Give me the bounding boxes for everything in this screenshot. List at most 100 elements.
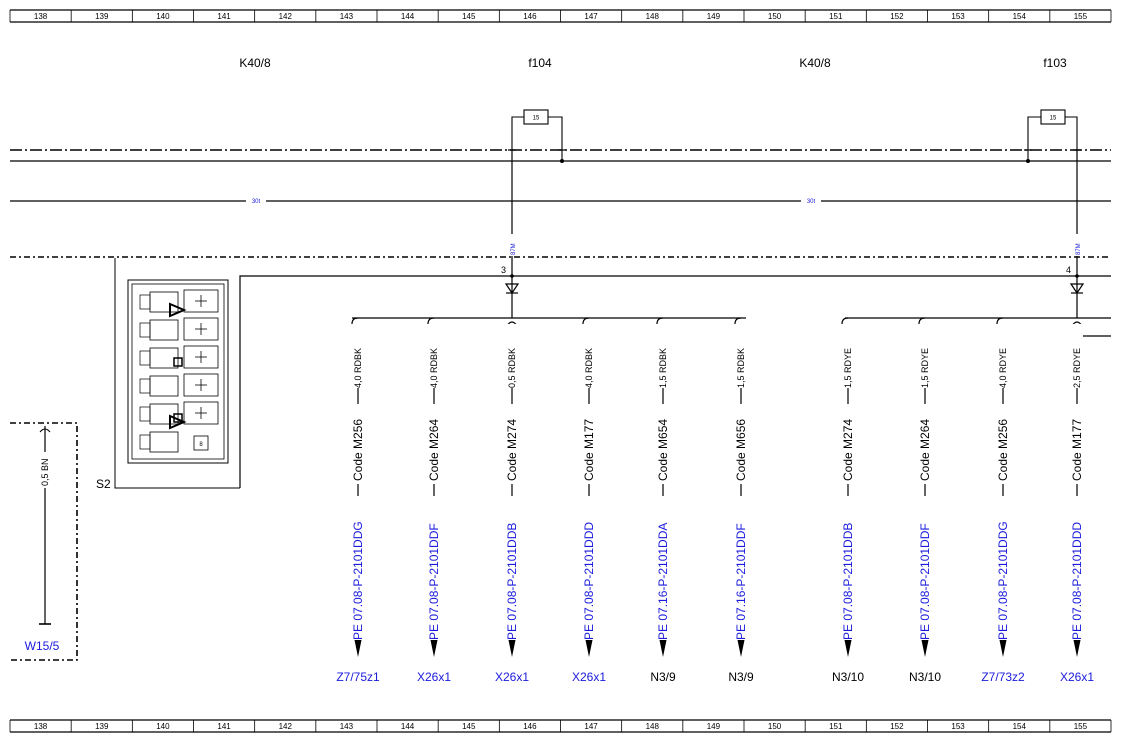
wire-label-bg [842, 324, 854, 388]
splice-node-right [1069, 274, 1085, 295]
document-reference-link[interactable]: PE 07.08-P-2101DDB [841, 523, 855, 640]
ruler-top-label: 139 [95, 12, 109, 21]
component-label-k40-8-right[interactable]: K40/8 [799, 56, 831, 70]
target-component-label[interactable]: X26x1 [495, 670, 529, 684]
code-label: Code M177 [1070, 419, 1084, 481]
target-component-label: N3/9 [650, 670, 676, 684]
document-reference-link[interactable]: PE 07.08-P-2101DDG [996, 521, 1010, 640]
ruler-bottom-label: 145 [462, 722, 476, 731]
wire-break-icon [996, 317, 1004, 325]
arrow-down-icon [1073, 640, 1081, 657]
arrow-down-icon [737, 640, 745, 657]
wire-break-icon [841, 317, 849, 325]
code-label-bg [841, 404, 855, 484]
document-reference-link[interactable]: PE 07.08-P-2101DDD [1070, 522, 1084, 640]
pin-label-left: 3 [501, 265, 506, 275]
component-label-f103[interactable]: f103 [1043, 56, 1067, 70]
document-reference-link[interactable]: PE 07.08-P-2101DDF [918, 523, 932, 640]
component-label-k40-8-left[interactable]: K40/8 [239, 56, 271, 70]
bus-label-left[interactable]: 30t [252, 199, 261, 205]
ruler-top-label: 140 [156, 12, 170, 21]
wire-label-bg [352, 324, 364, 388]
wire-break-icon [39, 428, 51, 433]
arrow-down-icon [999, 640, 1007, 657]
target-component-label[interactable]: X26x1 [1060, 670, 1094, 684]
document-reference-link[interactable]: PE 07.08-P-2101DDD [582, 522, 596, 640]
s2-component[interactable] [114, 258, 240, 489]
target-component-label: N3/10 [832, 670, 864, 684]
wire-label-bg [919, 324, 931, 388]
ruler-top-label: 146 [523, 12, 537, 21]
wire-label-bg [657, 324, 669, 388]
ruler-bottom-label: 152 [890, 722, 904, 731]
ruler-top-label: 150 [768, 12, 782, 21]
code-label: Code M256 [351, 419, 365, 481]
document-reference-link[interactable]: PE 07.16-P-2101DDF [734, 523, 748, 640]
target-component-label[interactable]: X26x1 [417, 670, 451, 684]
ref-link-bg [996, 496, 1010, 640]
ruler-bottom-label: 155 [1074, 722, 1088, 731]
component-label-f104[interactable]: f104 [528, 56, 552, 70]
wire-label-bg [1071, 324, 1083, 388]
w15-5-boundary [10, 422, 78, 661]
tap-label-right[interactable]: 87M [1076, 243, 1082, 255]
ref-link-bg [351, 496, 365, 640]
document-reference-link[interactable]: PE 07.08-P-2101DDG [351, 521, 365, 640]
code-label: Code M274 [841, 419, 855, 481]
ruler-top-label: 151 [829, 12, 843, 21]
target-component-label[interactable]: Z7/73z2 [981, 670, 1025, 684]
code-label-bg [1070, 404, 1084, 484]
code-label-bg [656, 404, 670, 484]
ruler-top-label: 147 [584, 12, 598, 21]
ruler-bottom-label: 142 [279, 722, 293, 731]
target-component-label: N3/10 [909, 670, 941, 684]
s2-connector-pin-label: 8 [199, 442, 203, 448]
ref-link-bg [427, 496, 441, 640]
ruler-top-label: 141 [217, 12, 231, 21]
ruler-top-label: 142 [279, 12, 293, 21]
wire-label-bg [428, 324, 440, 388]
ruler-top-label: 144 [401, 12, 415, 21]
bus-label-bg-right [801, 197, 821, 205]
branch-wire[interactable]: 4,0 RDBK Code M264 PE 07.08-P-2101DDF X26x1 [417, 317, 451, 684]
document-reference-link[interactable]: PE 07.08-P-2101DDB [505, 523, 519, 640]
wire-break-icon [427, 317, 435, 325]
component-label-s2[interactable]: S2 [96, 477, 111, 491]
bus-label-right[interactable]: 30t [807, 199, 816, 205]
ruler-bottom-label: 149 [707, 722, 721, 731]
component-label-w15-5[interactable]: W15/5 [25, 639, 60, 653]
ruler-bottom-label: 141 [217, 722, 231, 731]
fuse-f104[interactable] [508, 109, 566, 163]
wire-spec-label: 4,0 RDBK [429, 348, 439, 388]
arrow-down-icon [354, 640, 362, 657]
w15-wire-label-bg [39, 452, 51, 488]
fuse-f103[interactable] [1024, 109, 1081, 163]
w15-5-wire-label: 0,5 BN [40, 458, 50, 486]
target-component-label[interactable]: Z7/75z1 [336, 670, 380, 684]
ruler-top-label: 154 [1013, 12, 1027, 21]
target-component-label[interactable]: X26x1 [572, 670, 606, 684]
tap-label-left[interactable]: 87M [511, 243, 517, 255]
ruler-top-label: 155 [1074, 12, 1088, 21]
code-label-bg [351, 404, 365, 484]
document-reference-link[interactable]: PE 07.08-P-2101DDF [427, 523, 441, 640]
wire-break-icon [351, 317, 359, 325]
code-label: Code M264 [427, 419, 441, 481]
wire-break-icon [918, 317, 926, 325]
ruler-bottom-label: 139 [95, 722, 109, 731]
ruler-top-label: 148 [646, 12, 660, 21]
document-reference-link[interactable]: PE 07.16-P-2101DDA [656, 523, 670, 640]
ruler-bottom-label: 144 [401, 722, 415, 731]
